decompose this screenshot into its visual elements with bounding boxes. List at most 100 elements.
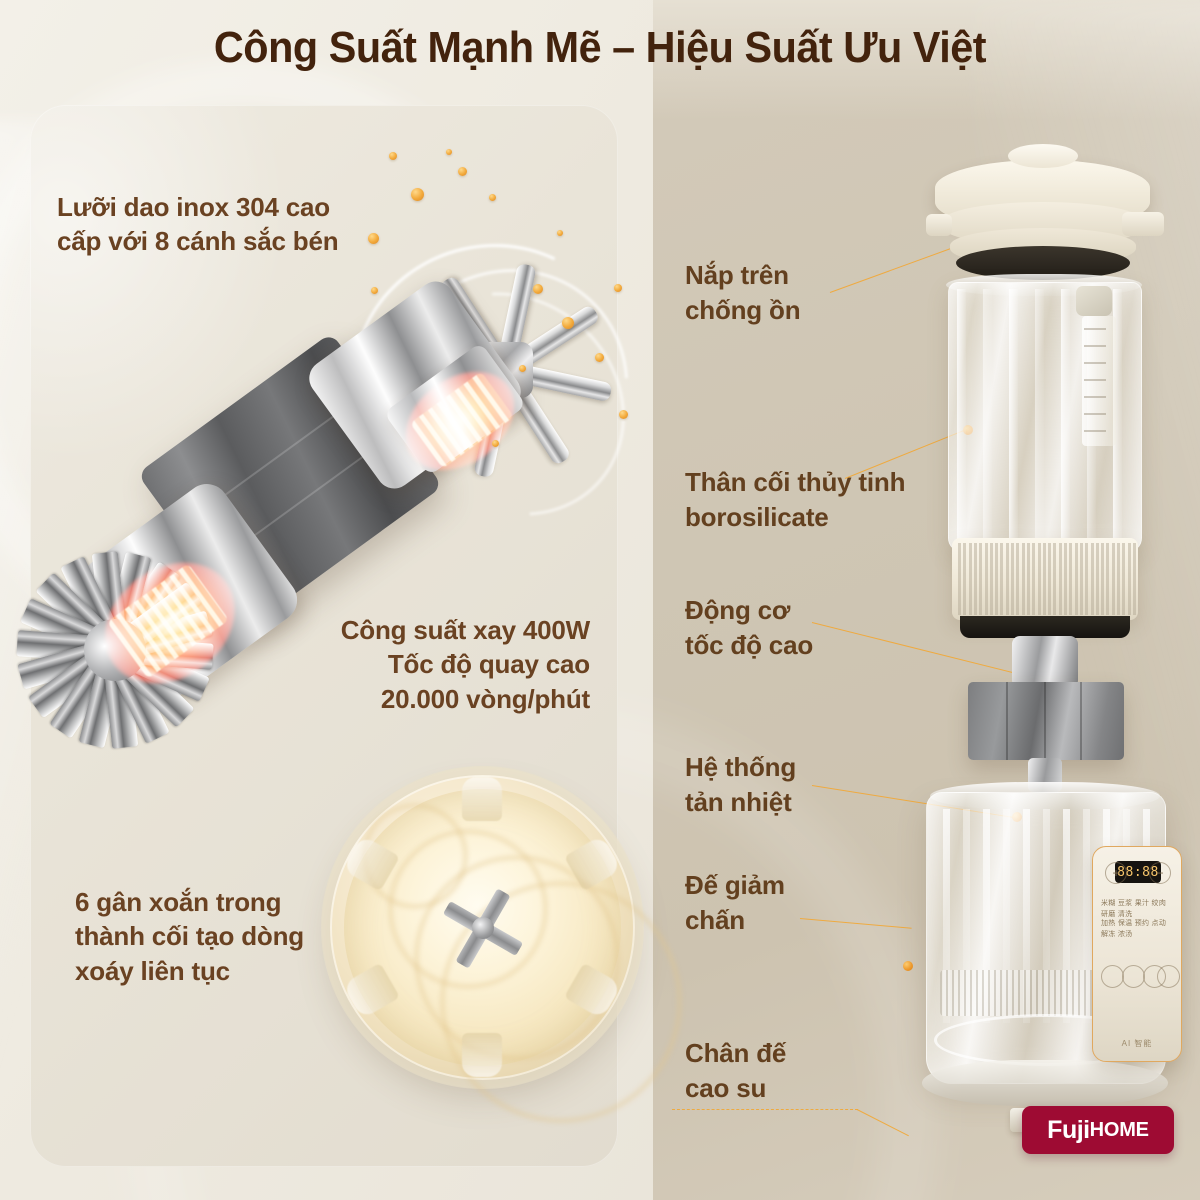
base-vent xyxy=(943,809,950,1023)
collar-rib xyxy=(1064,543,1067,615)
control-panel[interactable]: 88:88 + − 米糊 豆浆 果汁 绞肉 研磨 清洗 加热 保温 预约 点动 … xyxy=(1092,846,1182,1062)
bowl-blade-hub xyxy=(471,916,494,939)
label-lid: Nắp trên chống ồn xyxy=(685,260,801,325)
leader-line-foot xyxy=(672,1109,858,1110)
label-ribs: 6 gân xoắn trong thành cối tạo dòng xoáy… xyxy=(75,887,304,986)
motor-seam xyxy=(1044,682,1046,760)
motor-seam xyxy=(1080,682,1082,760)
food-particle xyxy=(594,353,604,362)
collar-rib xyxy=(1069,543,1073,615)
function-button-1[interactable] xyxy=(1101,965,1124,988)
label-rubberfoot: Chân đế cao su xyxy=(685,1038,787,1103)
label-base: Đế giảm chấn xyxy=(685,870,785,935)
lid-tab-right xyxy=(1122,212,1164,236)
label-power: Công suất xay 400W Tốc độ quay cao 20.00… xyxy=(340,615,590,714)
jar-measurement-scale xyxy=(1082,316,1116,446)
food-particle xyxy=(458,167,468,176)
function-button-2[interactable] xyxy=(1122,965,1145,988)
base-vent xyxy=(983,809,990,1023)
food-particle xyxy=(446,149,453,155)
food-particle xyxy=(411,188,424,201)
collar-rib xyxy=(1122,543,1126,615)
minus-button[interactable]: − xyxy=(1149,862,1171,884)
leader-dot-base xyxy=(903,961,913,971)
collar-rib xyxy=(973,543,977,615)
food-particle xyxy=(562,317,575,329)
base-vent xyxy=(1083,809,1090,1023)
collar-rib xyxy=(1090,543,1094,615)
jar-flute xyxy=(957,289,966,545)
base-vent xyxy=(1023,809,1030,1023)
collar-rib xyxy=(1016,543,1020,615)
jar-collar-base xyxy=(960,616,1130,638)
collar-rib xyxy=(1005,543,1009,615)
label-blade: Lưỡi dao inox 304 cao cấp với 8 cánh sắc… xyxy=(57,192,339,257)
drive-coupler xyxy=(1012,636,1078,688)
collar-rib xyxy=(1101,543,1105,615)
gauge-tick xyxy=(1084,413,1106,415)
food-particle xyxy=(489,194,497,201)
food-particle xyxy=(370,287,378,294)
collar-rib xyxy=(1095,543,1099,615)
cream-swirl xyxy=(440,881,682,1123)
gauge-tick xyxy=(1084,345,1106,347)
collar-rib xyxy=(1074,543,1078,615)
jar-flute xyxy=(983,289,992,545)
lid-tab-left xyxy=(926,214,952,236)
collar-rib xyxy=(1011,543,1014,615)
food-particle xyxy=(492,440,499,447)
food-particle xyxy=(613,284,622,292)
collar-rib xyxy=(1085,543,1089,615)
background-right-top-fade xyxy=(653,0,1200,120)
food-particle xyxy=(556,230,563,236)
label-heatsystem: Hệ thống tản nhiệt xyxy=(685,752,797,817)
label-jar: Thân cối thủy tinh borosilicate xyxy=(685,467,906,532)
collar-rib xyxy=(963,543,967,615)
jar-flute xyxy=(1009,289,1018,545)
food-particle xyxy=(532,284,543,294)
gauge-tick xyxy=(1084,328,1106,330)
collar-rib xyxy=(995,543,999,615)
collar-rib xyxy=(1026,543,1030,615)
collar-rib xyxy=(1042,543,1046,615)
function-button-4[interactable] xyxy=(1157,965,1180,988)
collar-rib xyxy=(984,543,988,615)
logo-text-home: HOME xyxy=(1089,1118,1149,1141)
menu-row-2: 加热 保温 预约 点动 解冻 浓汤 xyxy=(1101,920,1167,938)
collar-rib xyxy=(1132,543,1136,615)
bowl-rib xyxy=(462,1033,502,1077)
jar-flute xyxy=(1113,289,1122,545)
base-vent xyxy=(963,809,970,1023)
collar-rib xyxy=(979,543,983,615)
blender-bowl-top-view xyxy=(321,766,682,1123)
bowl-rib xyxy=(462,777,502,821)
collar-rib xyxy=(1032,543,1036,615)
food-particle xyxy=(519,365,526,372)
base-vent xyxy=(1063,809,1070,1023)
collar-rib xyxy=(989,543,993,615)
collar-rib xyxy=(1111,543,1115,615)
plus-button[interactable]: + xyxy=(1105,862,1127,884)
jar-flute xyxy=(1035,289,1044,545)
panel-brand-text: AI 智能 xyxy=(1121,1039,1153,1048)
collar-rib xyxy=(968,543,972,615)
motor-seam xyxy=(1006,682,1008,760)
collar-rib xyxy=(958,543,961,615)
gauge-tick xyxy=(1084,362,1106,364)
base-vent xyxy=(1043,809,1050,1023)
collar-rib xyxy=(1048,543,1052,615)
high-speed-motor-block xyxy=(968,682,1124,760)
menu-row-1: 米糊 豆浆 果汁 绞肉 研磨 清洗 xyxy=(1101,900,1167,918)
collar-rib xyxy=(1127,543,1131,615)
page-title: Công Suất Mạnh Mẽ – Hiệu Suất Ưu Việt xyxy=(213,23,987,72)
collar-rib xyxy=(1058,543,1062,615)
gauge-tick xyxy=(1084,396,1106,398)
collar-rib xyxy=(1106,543,1110,615)
collar-rib xyxy=(1053,543,1057,615)
base-vent xyxy=(1003,809,1010,1023)
lcd-value: 88:88 xyxy=(1117,864,1159,880)
collar-rib xyxy=(1079,543,1083,615)
logo-text-fuji: Fuji xyxy=(1047,1115,1090,1144)
